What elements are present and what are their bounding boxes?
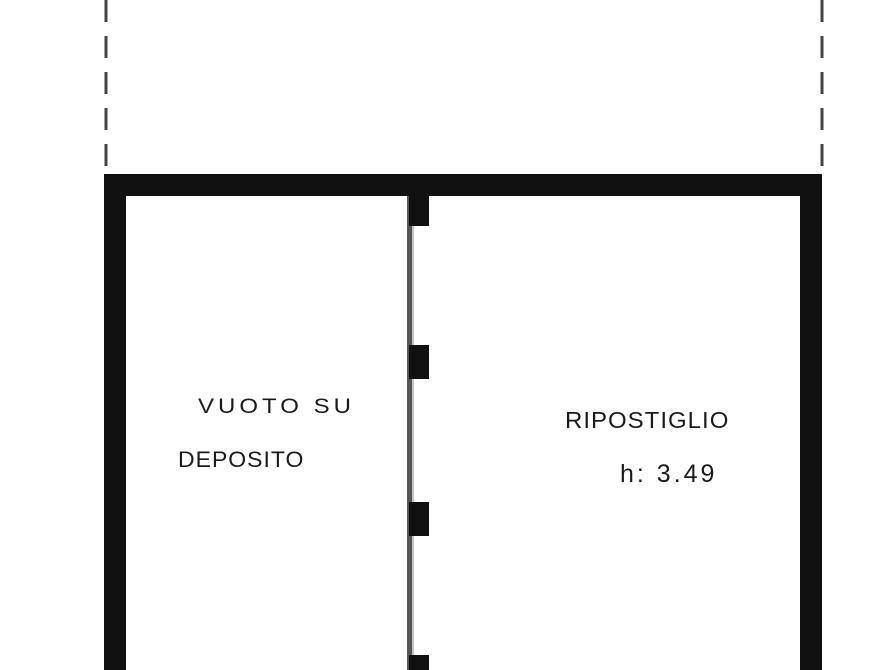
room-label-void-line1: VUOTO SU: [198, 394, 355, 419]
partition-wall: [407, 196, 412, 670]
room-label-storage-height: h: 3.49: [620, 460, 718, 488]
room-label-storage-name: RIPOSTIGLIO: [565, 408, 730, 434]
post-block: [409, 345, 429, 379]
wall-top: [104, 174, 822, 196]
wall-left: [104, 174, 126, 670]
room-label-void-line2: DEPOSITO: [178, 447, 305, 472]
post-block: [409, 196, 429, 226]
wall-right: [800, 174, 822, 670]
post-block: [409, 502, 429, 536]
post-block: [409, 655, 429, 670]
